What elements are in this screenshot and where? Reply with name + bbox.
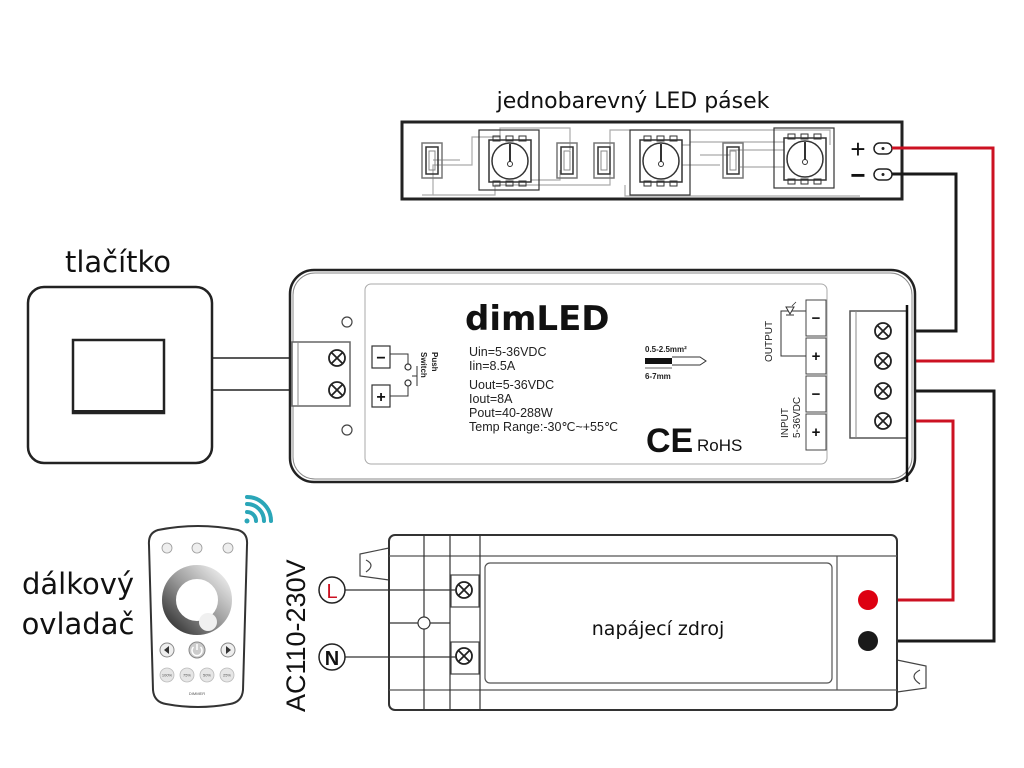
input-plus: + <box>812 424 821 441</box>
strip-plus-label: + <box>850 134 865 164</box>
brightness-button-75[interactable] <box>179 667 195 683</box>
screw-terminal-neutral <box>455 647 473 665</box>
strip-resistors <box>421 142 744 179</box>
neutral-terminal-marker: N <box>318 643 346 671</box>
terminal-labels-right: − + − + <box>805 299 827 451</box>
scene-button[interactable] <box>191 542 203 554</box>
brightness-label: 25% <box>223 673 231 678</box>
switch-terminal-minus: − <box>376 350 385 367</box>
switch-label: Switch <box>419 352 428 378</box>
spec-line: Iout=8A <box>469 392 513 406</box>
wire-strip-positive <box>892 146 995 363</box>
switch-terminal-plus: + <box>376 389 385 406</box>
spec-line: Temp Range:-30℃~+55℃ <box>469 420 618 434</box>
brightness-button-50[interactable] <box>199 667 215 683</box>
spec-line: Pout=40-288W <box>469 406 553 420</box>
brightness-button-100[interactable] <box>159 667 175 683</box>
strip-leds <box>478 127 835 196</box>
remote-arrow-right-button[interactable] <box>220 642 236 658</box>
psu-positive-terminal <box>858 590 878 610</box>
output-led-symbol <box>780 301 806 357</box>
remote-scene-buttons <box>161 542 234 554</box>
strip-solder-pad-plus <box>873 142 893 155</box>
dimmer-controller: − + Push Switch dimLED Uin=5-36VDC Iin=8… <box>288 268 917 484</box>
screw-terminal <box>874 382 892 400</box>
brightness-label: 75% <box>183 673 191 678</box>
scene-button[interactable] <box>222 542 234 554</box>
rohs-mark: RoHS <box>697 436 742 455</box>
spec-line: Iin=8.5A <box>469 359 516 373</box>
mount-hole <box>341 316 353 328</box>
wire-gauge-label: 0.5-2.5mm² <box>645 345 687 354</box>
power-supply-label: napájecí zdroj <box>592 618 724 640</box>
output-minus: − <box>812 310 821 327</box>
remote-arrow-left-button[interactable] <box>159 642 175 658</box>
remote-title-line2: ovladač <box>22 607 135 641</box>
brightness-label: 100% <box>162 673 173 678</box>
strip-minus-label: − <box>850 160 865 190</box>
neutral-label: N <box>325 648 339 670</box>
brightness-label: 50% <box>203 673 211 678</box>
remote-control: 100% 75% 50% 25% DIMMER <box>147 525 249 708</box>
push-switch-symbol: − + Push Switch <box>371 345 439 408</box>
remote-model-text: DIMMER <box>189 691 205 696</box>
screw-terminal <box>328 349 346 367</box>
wire-strip-negative <box>892 172 958 333</box>
input-voltage-label: 5-36VDC <box>792 397 803 438</box>
output-input-terminal-block <box>849 305 909 482</box>
screw-terminal <box>874 322 892 340</box>
screw-terminal <box>874 352 892 370</box>
led-strip: + − <box>400 120 904 201</box>
remote-title-line1: dálkový <box>22 567 134 601</box>
wire-input-negative <box>875 389 996 643</box>
spec-line: Uout=5-36VDC <box>469 378 554 392</box>
spec-line: Uin=5-36VDC <box>469 345 546 359</box>
power-supply: napájecí zdroj <box>359 534 927 711</box>
remote-brightness-buttons: 100% 75% 50% 25% <box>159 667 235 683</box>
live-label: L <box>326 581 337 603</box>
push-label: Push <box>430 352 439 372</box>
input-minus: − <box>812 386 821 403</box>
wire-strip-diagram: 0.5-2.5mm² 6-7mm <box>645 345 707 381</box>
ce-mark: CE <box>646 422 693 460</box>
ac-input-label: AC110-230V <box>281 559 311 712</box>
led-strip-title: jednobarevný LED pásek <box>496 89 770 114</box>
push-button-title: tlačítko <box>65 245 171 279</box>
wifi-signal-icon <box>244 495 273 524</box>
remote-power-button[interactable] <box>188 641 206 659</box>
smd-led <box>773 127 835 189</box>
push-switch-terminal <box>291 341 351 407</box>
input-label: INPUT <box>780 408 791 438</box>
smd-led <box>478 129 540 191</box>
live-terminal-marker: L <box>318 576 346 604</box>
psu-negative-terminal <box>858 631 878 651</box>
wall-push-button <box>26 285 214 465</box>
smd-led <box>629 129 691 196</box>
screw-terminal-live <box>455 581 473 599</box>
strip-solder-pad-minus <box>873 168 893 181</box>
dimming-wheel[interactable] <box>162 565 232 635</box>
output-label: OUTPUT <box>764 321 775 362</box>
wire-input-positive <box>875 419 955 602</box>
wires <box>875 146 996 643</box>
scene-button[interactable] <box>161 542 173 554</box>
strip-length-label: 6-7mm <box>645 372 671 381</box>
controller-brand: dimLED <box>465 299 610 339</box>
screw-terminal <box>328 381 346 399</box>
screw-terminal <box>874 412 892 430</box>
mount-hole <box>341 424 353 436</box>
brightness-button-25[interactable] <box>219 667 235 683</box>
output-plus: + <box>812 348 821 365</box>
